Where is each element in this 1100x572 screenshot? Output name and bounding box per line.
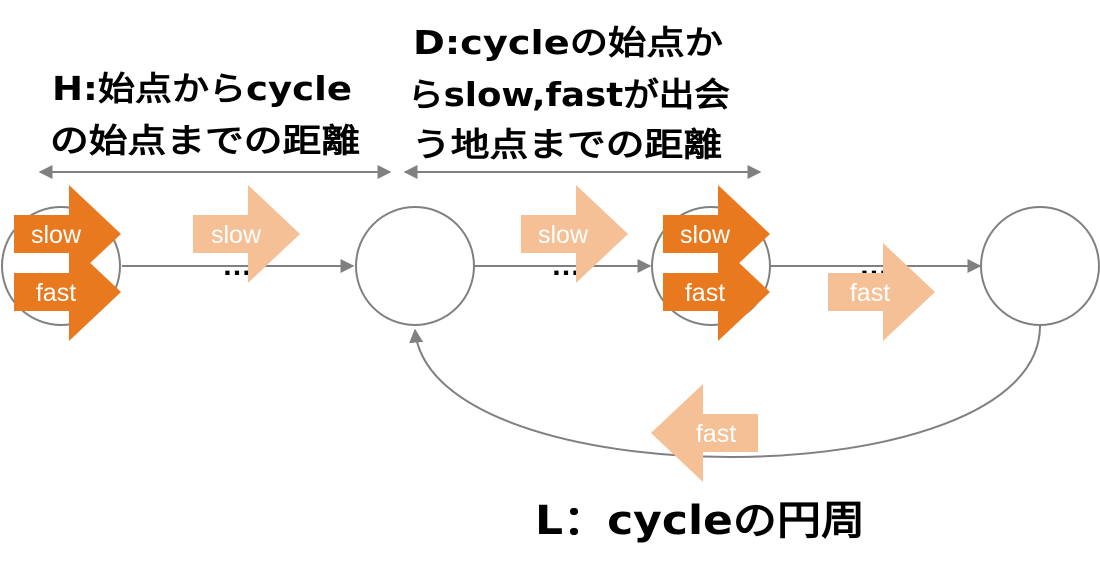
label-d-line1: D:cycleの始点か bbox=[413, 23, 723, 62]
slow-arrow-light-2-label: slow bbox=[538, 221, 589, 249]
slow-arrow-meeting-label: slow bbox=[680, 221, 731, 249]
fast-arrow-light-left: fast bbox=[651, 384, 758, 482]
label-d-line3: う地点までの距離 bbox=[412, 125, 722, 164]
fast-arrow-meeting-label: fast bbox=[685, 279, 725, 307]
node-end bbox=[980, 206, 1100, 326]
fast-arrow-light-right: fast bbox=[828, 243, 935, 341]
label-d-distance: D:cycleの始点か らslow,fastが出会 う地点までの距離 bbox=[408, 23, 730, 164]
slow-arrow-meeting: slow bbox=[663, 185, 770, 283]
fast-arrow-start: fast bbox=[14, 243, 121, 341]
label-h-line1: H:始点からcycle bbox=[52, 69, 352, 108]
label-h-line2: の始点までの距離 bbox=[50, 121, 360, 160]
fast-arrow-meeting: fast bbox=[663, 243, 770, 341]
label-d-line2: らslow,fastが出会 bbox=[408, 75, 730, 114]
slow-arrow-light-1-label: slow bbox=[211, 221, 262, 249]
node-cycle-start bbox=[355, 206, 475, 326]
fast-arrow-start-label: fast bbox=[36, 279, 76, 307]
ellipsis-h: … bbox=[222, 249, 252, 282]
slow-arrow-light-2: slow bbox=[521, 185, 628, 283]
slow-arrow-start-label: slow bbox=[31, 221, 82, 249]
slow-arrow-start: slow bbox=[14, 185, 121, 283]
label-l-circumference: L：cycleの円周 bbox=[535, 498, 865, 544]
label-h-distance: H:始点からcycle の始点までの距離 bbox=[50, 69, 360, 160]
fast-arrow-light-left-label: fast bbox=[696, 420, 736, 448]
slow-arrow-light-1: slow bbox=[193, 185, 300, 283]
fast-arrow-light-right-label: fast bbox=[850, 279, 890, 307]
cycle-return-curve bbox=[409, 325, 1041, 458]
